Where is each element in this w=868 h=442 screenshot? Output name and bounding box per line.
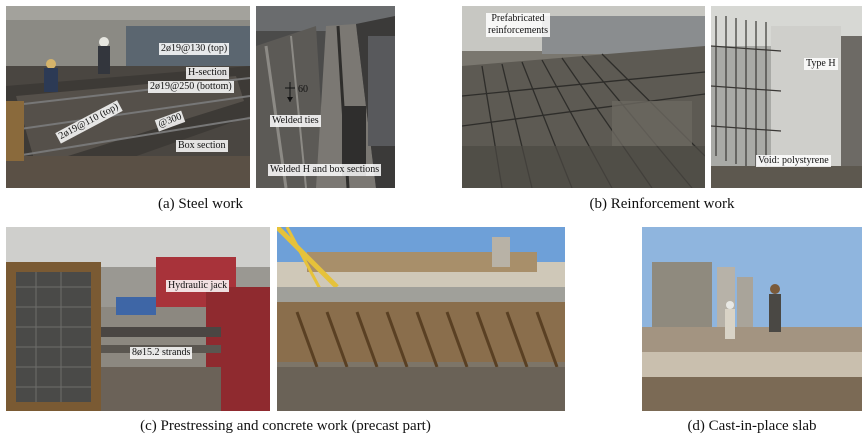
label-strands: 8ø15.2 strands: [130, 347, 193, 359]
label-dimension: 60: [298, 84, 308, 95]
photo-steel-work-1: [6, 6, 250, 188]
caption-prestressing-work: (c) Prestressing and concrete work (prec…: [140, 418, 431, 434]
dimension-arrow: [285, 82, 295, 102]
label-top-rebar: 2ø19@130 (top): [159, 43, 230, 55]
label-welded-sections: Welded H and box sections: [268, 164, 382, 176]
label-h-section: H-section: [186, 67, 229, 79]
label-bottom-rebar: 2ø19@250 (bottom): [148, 81, 234, 93]
caption-steel-work: (a) Steel work: [158, 196, 243, 212]
label-box-section: Box section: [176, 140, 228, 152]
photo-steel-work-2: [256, 6, 395, 188]
label-hydraulic-jack: Hydraulic jack: [166, 280, 230, 292]
caption-cast-in-place-slab: (d) Cast-in-place slab: [687, 418, 817, 434]
label-prefabricated: Prefabricated reinforcements: [486, 13, 550, 37]
label-welded-ties: Welded ties: [270, 115, 321, 127]
photo-prestressing: [6, 227, 270, 411]
caption-reinforcement-work: (b) Reinforcement work: [589, 196, 735, 212]
label-void: Void: polystyrene: [756, 155, 831, 167]
photo-cast-in-place-slab: [642, 227, 862, 411]
photo-precast-part: [277, 227, 565, 411]
label-type-h: Type H: [804, 58, 838, 70]
